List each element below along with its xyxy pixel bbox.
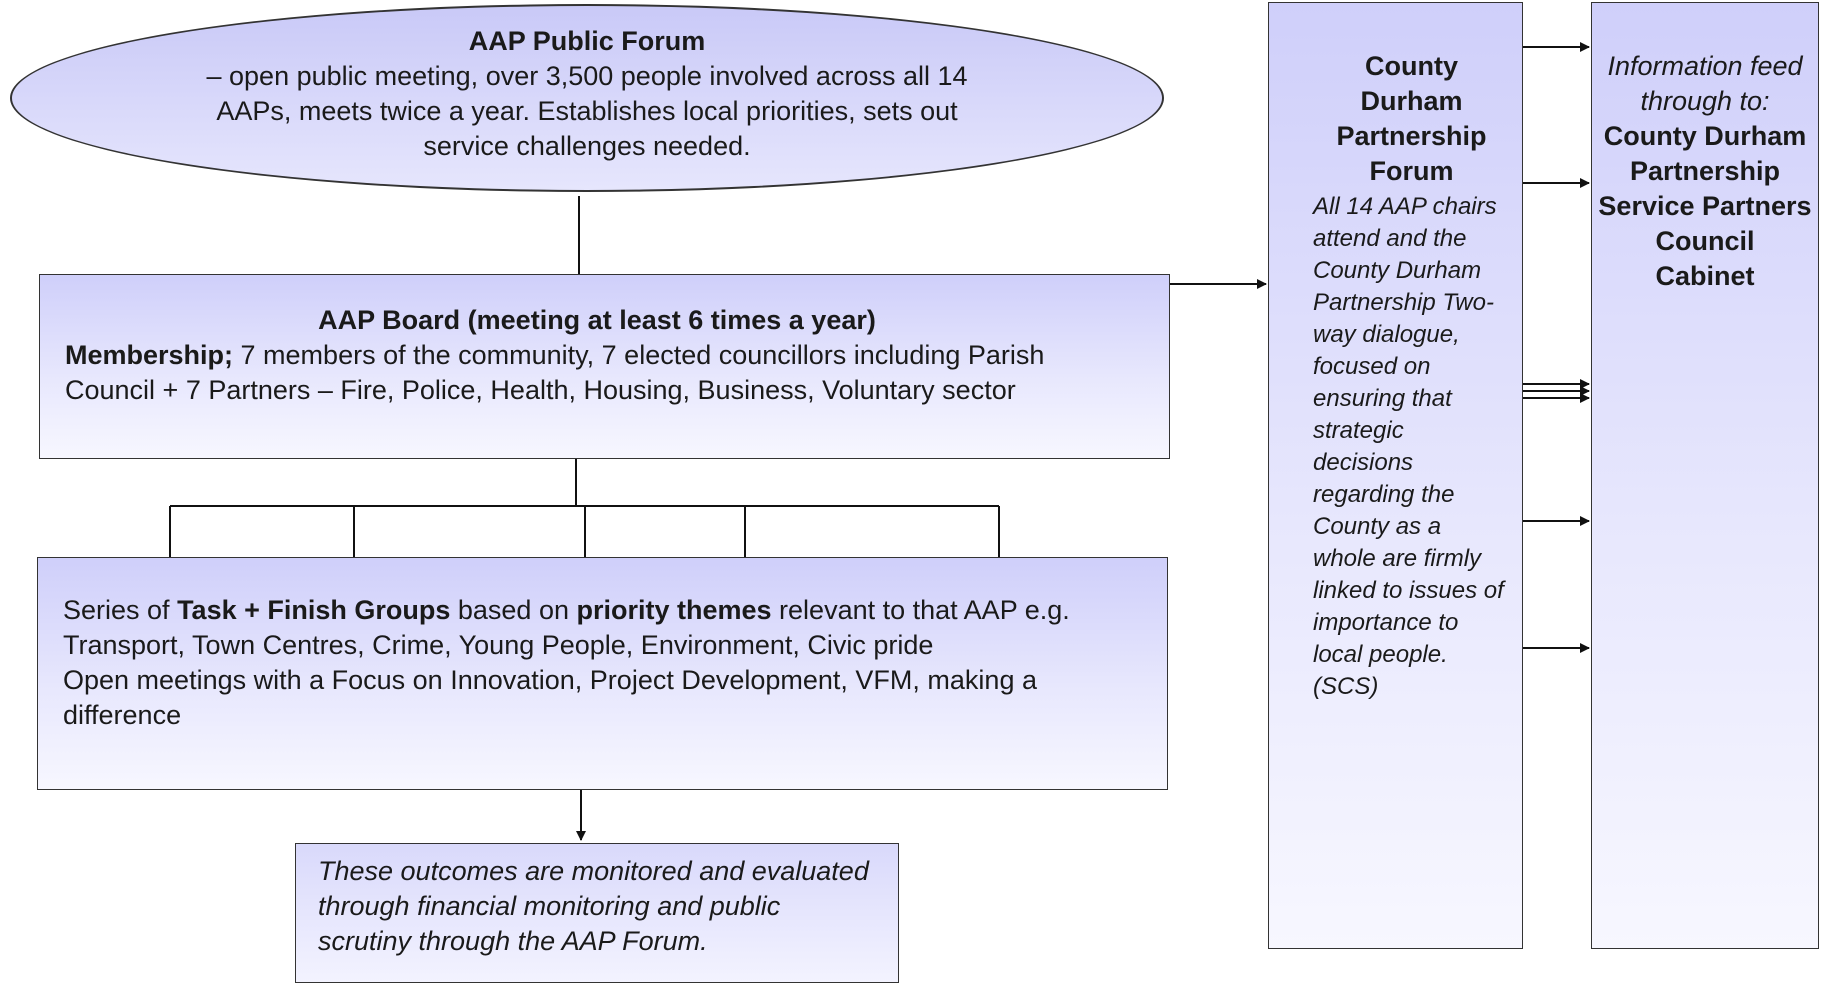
priority-themes-label: priority themes bbox=[576, 595, 772, 625]
cdp-forum-title: County Durham Partnership Forum bbox=[1336, 51, 1487, 186]
cdp-forum-body: All 14 AAP chairs attend and the County … bbox=[1313, 193, 1504, 700]
aap-board-node: AAP Board (meeting at least 6 times a ye… bbox=[39, 274, 1170, 459]
groups-prefix: Series of bbox=[63, 595, 178, 625]
outcome-text: These outcomes are monitored and evaluat… bbox=[318, 856, 869, 956]
task-finish-groups-node: Series of Task + Finish Groups based on … bbox=[37, 557, 1168, 790]
groups-middle: based on bbox=[450, 595, 577, 625]
cdp-forum-node: County Durham Partnership Forum All 14 A… bbox=[1268, 2, 1523, 949]
info-target-service-partners: Service Partners bbox=[1598, 191, 1812, 221]
board-membership: Membership; 7 members of the community, … bbox=[65, 338, 1129, 408]
outcome-monitoring-node: These outcomes are monitored and evaluat… bbox=[295, 843, 899, 983]
information-feed-node: Information feed through to: County Durh… bbox=[1591, 2, 1819, 949]
info-target-council: Council bbox=[1655, 226, 1755, 256]
membership-text: 7 members of the community, 7 elected co… bbox=[65, 340, 1045, 405]
groups-suffix: relevant to that AAP e.g. Transport, Tow… bbox=[63, 595, 1070, 660]
board-title: AAP Board (meeting at least 6 times a ye… bbox=[318, 305, 876, 335]
info-target-cdp: County Durham Partnership bbox=[1603, 121, 1807, 186]
forum-title: AAP Public Forum bbox=[468, 26, 706, 56]
groups-meetings: Open meetings with a Focus on Innovation… bbox=[63, 665, 1037, 730]
aap-public-forum-node: AAP Public Forum – open public meeting, … bbox=[10, 4, 1164, 192]
info-feed-intro: Information feed through to: bbox=[1607, 51, 1803, 116]
task-finish-label: Task + Finish Groups bbox=[177, 595, 451, 625]
forum-description: – open public meeting, over 3,500 people… bbox=[206, 61, 968, 161]
info-target-cabinet: Cabinet bbox=[1655, 261, 1755, 291]
groups-description: Series of Task + Finish Groups based on … bbox=[63, 593, 1117, 663]
membership-label: Membership; bbox=[65, 340, 234, 370]
